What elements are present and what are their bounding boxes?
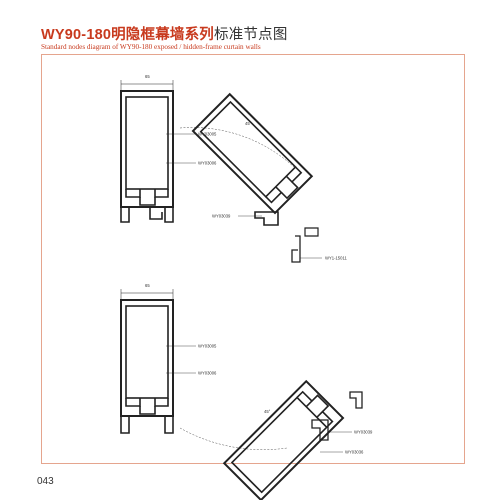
top-dim-width: 65 xyxy=(145,74,150,79)
top-label-4: WY1-15011 xyxy=(325,256,347,261)
top-label-3: WY03039 xyxy=(212,214,231,219)
title-suffix: 标准节点图 xyxy=(214,27,288,43)
top-label-2: WY03006 xyxy=(198,161,217,166)
page-title: WY90-180明隐框幕墙系列标准节点图 xyxy=(41,23,288,44)
top-label-1: WY03005 xyxy=(198,132,217,137)
title-series: 明隐框幕墙系列 xyxy=(111,27,215,43)
bottom-dim-width: 65 xyxy=(145,283,150,288)
bottom-label-3: WY03039 xyxy=(354,430,373,435)
page-number: 043 xyxy=(37,476,54,487)
bottom-label-1: WY03005 xyxy=(198,344,217,349)
bottom-diagram xyxy=(120,289,363,500)
page-subtitle: Standard nodes diagram of WY90-180 expos… xyxy=(41,43,261,51)
top-diagram xyxy=(120,80,322,263)
title-code: WY90-180 xyxy=(41,27,112,43)
bottom-label-4: WY03036 xyxy=(345,450,364,455)
bottom-label-2: WY03006 xyxy=(198,371,217,376)
content-frame xyxy=(41,54,465,464)
bottom-angle: 45° xyxy=(264,409,271,414)
top-angle: 45° xyxy=(245,121,252,126)
